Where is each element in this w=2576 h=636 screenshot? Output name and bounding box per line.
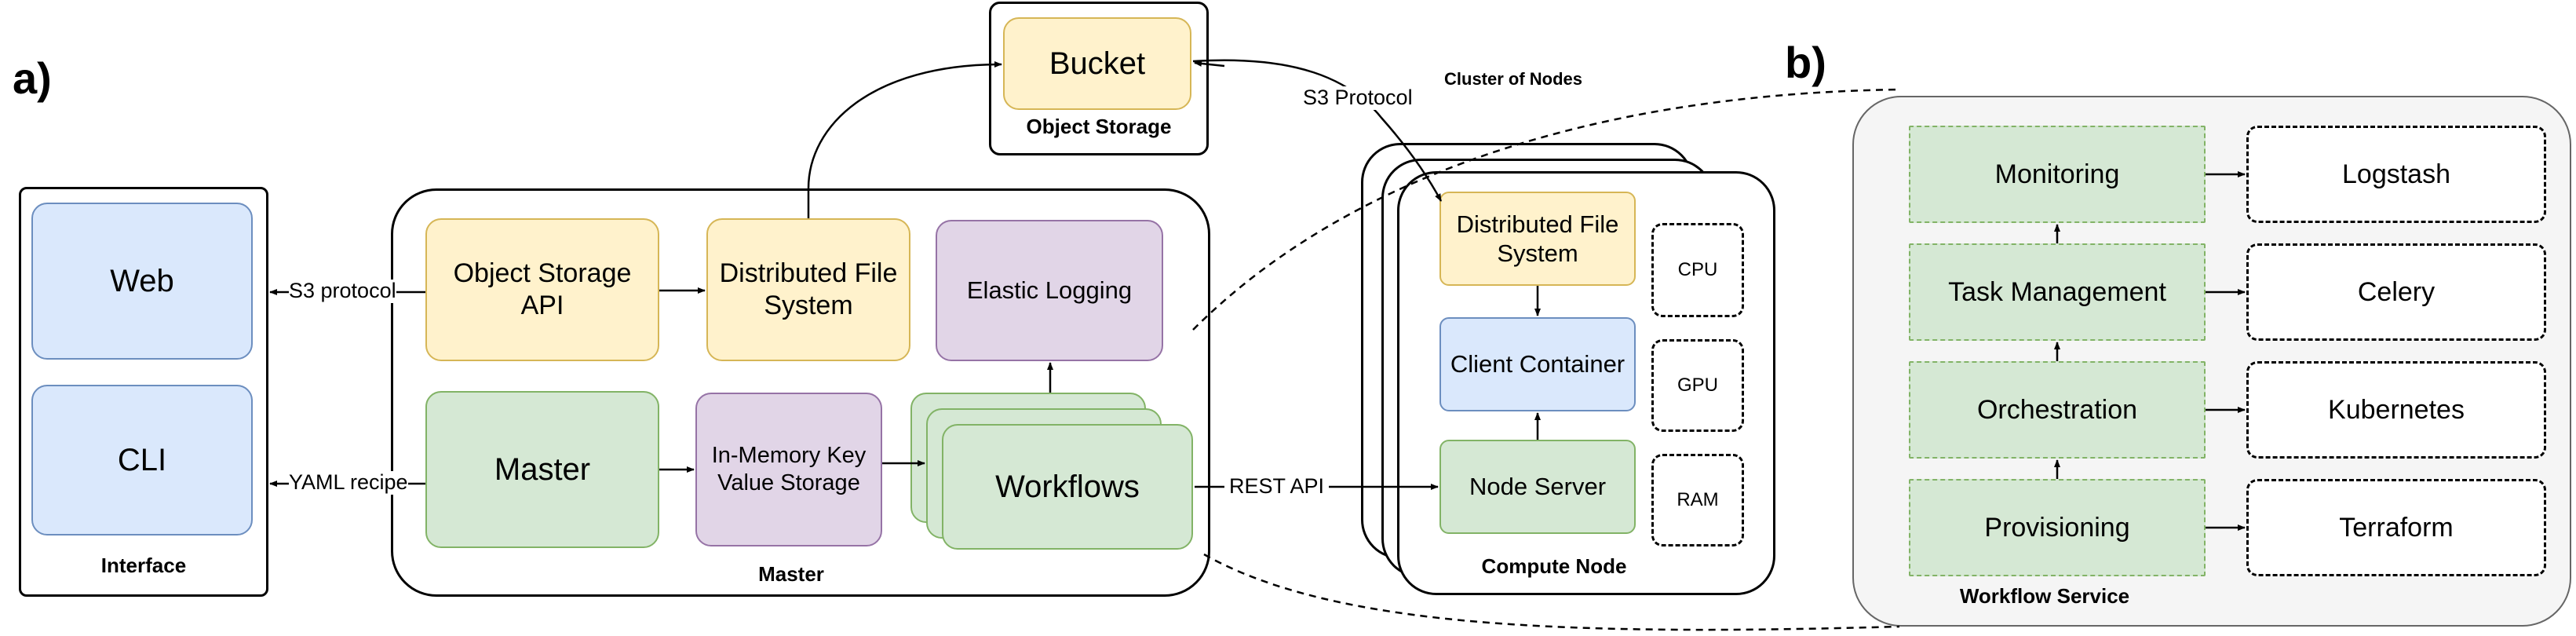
bucket-box[interactable]: Bucket	[1003, 17, 1191, 110]
edge-label-s3-protocol: S3 protocol	[289, 279, 396, 303]
logstash-box[interactable]: Logstash	[2246, 126, 2546, 223]
cluster-title: Cluster of Nodes	[1444, 69, 1583, 89]
node-server-box[interactable]: Node Server	[1439, 440, 1636, 534]
workflow-service-title: Workflow Service	[1959, 584, 2130, 608]
object-storage-api-box[interactable]: Object Storage API	[425, 218, 659, 361]
gpu-box: GPU	[1651, 339, 1744, 432]
panel-label-a: a)	[13, 53, 52, 103]
object-storage-title: Object Storage	[1026, 115, 1172, 138]
node-distributed-fs-box[interactable]: Distributed File System	[1439, 192, 1636, 286]
edge-dfs-to-bucket	[807, 61, 1002, 218]
provisioning-layer[interactable]: Provisioning	[1909, 479, 2206, 576]
kubernetes-box[interactable]: Kubernetes	[2246, 361, 2546, 459]
workflows-box[interactable]: Workflows	[942, 424, 1193, 550]
edge-arrow-into-bucket	[1194, 60, 1225, 68]
orchestration-layer[interactable]: Orchestration	[1909, 361, 2206, 459]
cpu-box: CPU	[1651, 223, 1744, 317]
master-distributed-fs-box[interactable]: Distributed File System	[706, 218, 910, 361]
task-management-layer[interactable]: Task Management	[1909, 243, 2206, 341]
terraform-box[interactable]: Terraform	[2246, 479, 2546, 576]
monitoring-layer[interactable]: Monitoring	[1909, 126, 2206, 223]
cli-box[interactable]: CLI	[31, 385, 253, 535]
zoom-line-upper	[1192, 88, 1900, 331]
edge-label-s3-protocol-upper: S3 Protocol	[1303, 86, 1413, 110]
master-title: Master	[758, 562, 824, 586]
web-box[interactable]: Web	[31, 203, 253, 360]
compute-node-title: Compute Node	[1481, 554, 1627, 578]
zoom-line-lower	[1203, 553, 1900, 631]
edge-bucket-to-node-dfs	[1192, 59, 1443, 202]
master-box[interactable]: Master	[425, 391, 659, 548]
edge-label-rest-api: REST API	[1224, 474, 1330, 499]
ram-box: RAM	[1651, 454, 1744, 546]
panel-label-b: b)	[1785, 38, 1826, 87]
interface-title: Interface	[100, 554, 187, 577]
edge-label-yaml-recipe: YAML recipe	[289, 470, 408, 495]
celery-box[interactable]: Celery	[2246, 243, 2546, 341]
kv-storage-box[interactable]: In-Memory Key Value Storage	[695, 393, 882, 546]
elastic-logging-box[interactable]: Elastic Logging	[936, 220, 1163, 361]
client-container-box[interactable]: Client Container	[1439, 317, 1636, 411]
